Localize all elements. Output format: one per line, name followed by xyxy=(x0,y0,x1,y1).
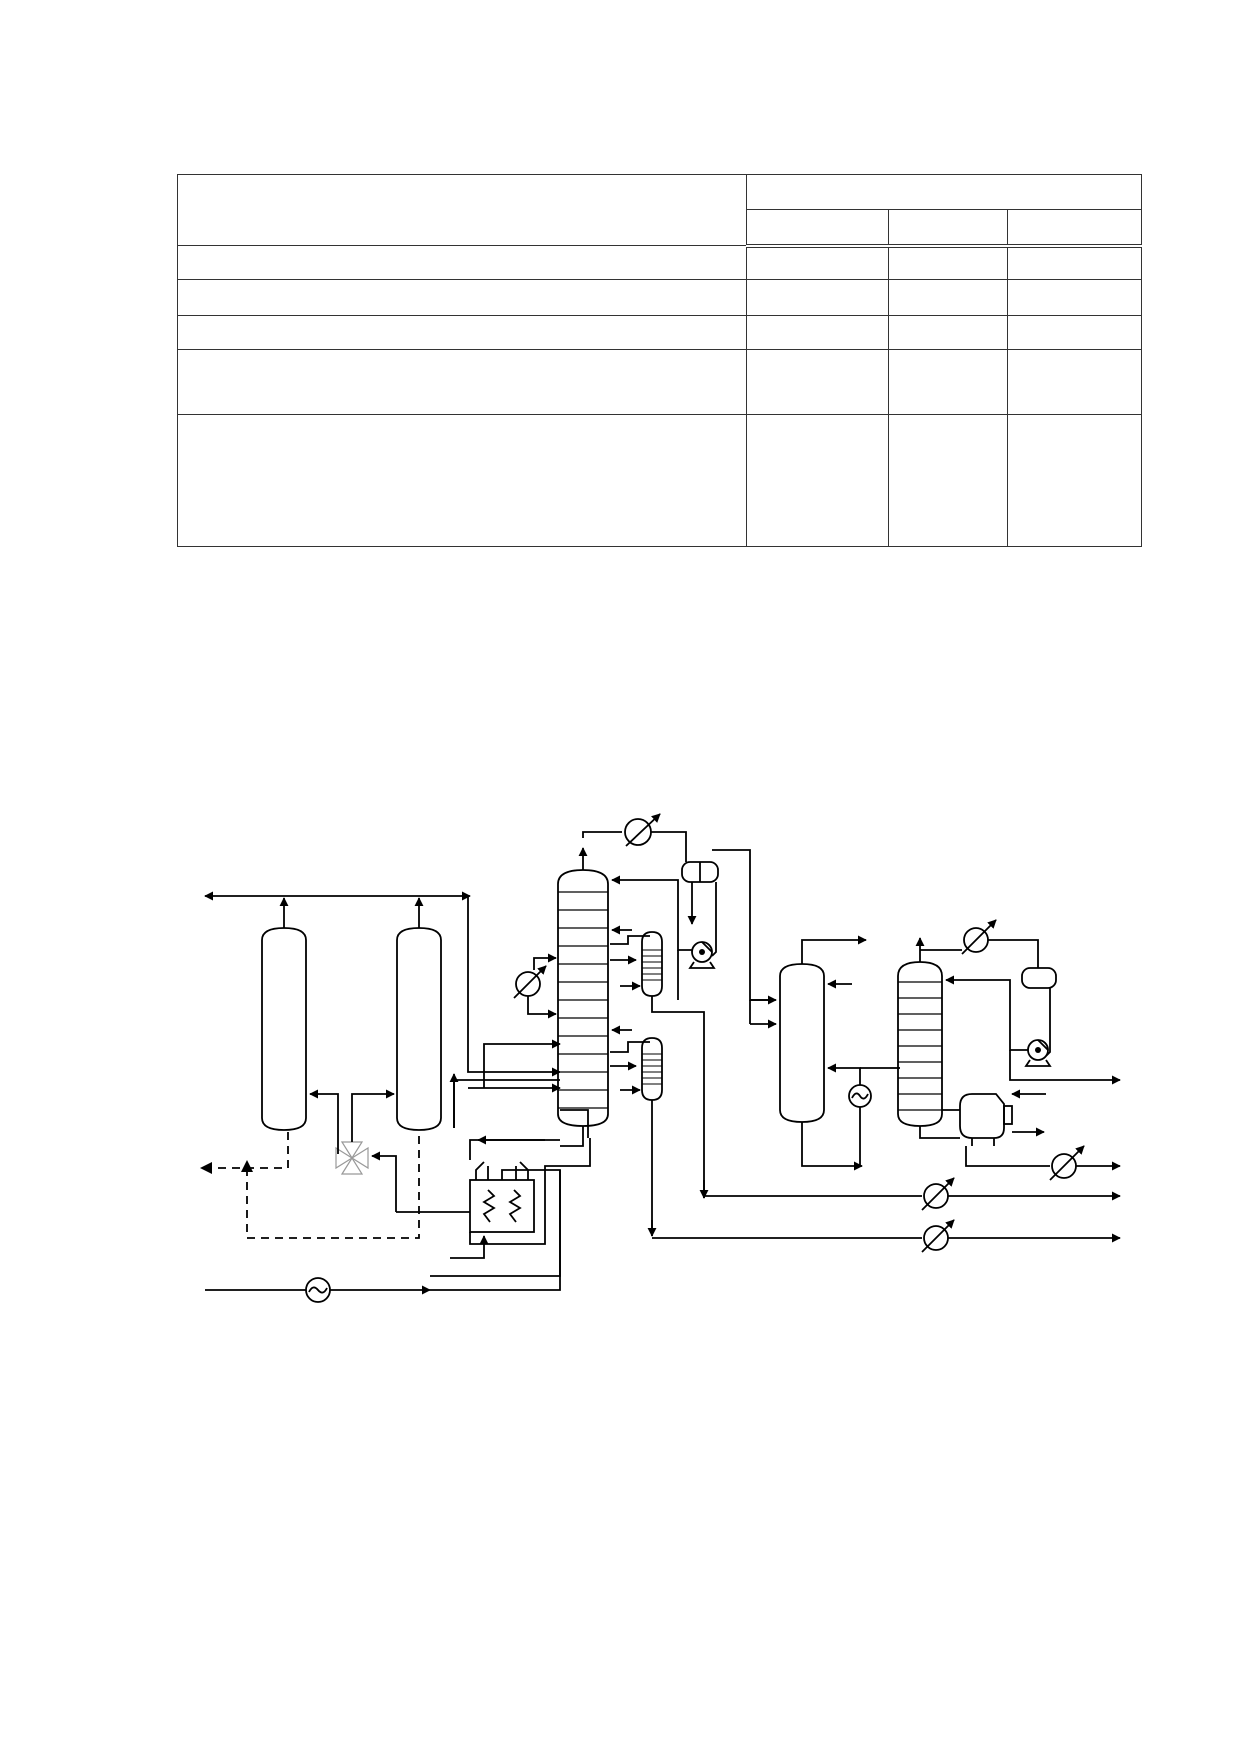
table-cell xyxy=(177,414,747,547)
data-table xyxy=(177,174,1142,547)
heater-coil-icon xyxy=(482,1189,496,1223)
flow-line xyxy=(469,1139,545,1160)
reflux-pump xyxy=(1024,1039,1052,1067)
four-way-valve xyxy=(335,1141,369,1175)
exchanger-icon xyxy=(308,1286,328,1294)
table-cell xyxy=(888,414,1008,547)
flow-line xyxy=(801,935,867,964)
flow-line xyxy=(610,935,650,945)
table-subheader-cell xyxy=(746,209,889,248)
product-line xyxy=(1009,1050,1121,1085)
flow-line xyxy=(560,1126,584,1147)
flow-line xyxy=(483,1039,561,1088)
side-stripper-lower xyxy=(641,1037,663,1101)
flow-line xyxy=(988,939,1039,968)
pumparound-cooler xyxy=(513,965,547,999)
table-cell xyxy=(888,279,1008,316)
flow-line xyxy=(544,1138,591,1178)
flow-line xyxy=(651,996,705,1198)
table-cell xyxy=(888,315,1008,350)
flow-line xyxy=(801,1122,863,1171)
flow-line xyxy=(469,1178,546,1245)
side-stripper-upper xyxy=(641,931,663,997)
flow-line xyxy=(450,1235,489,1259)
flow-line xyxy=(610,1041,650,1053)
flow-line xyxy=(527,996,557,1019)
dashed-purge-line xyxy=(205,1132,420,1239)
table-subheader-cell xyxy=(1007,209,1142,248)
kettle-reboiler xyxy=(959,1093,1013,1146)
table-row xyxy=(177,315,1142,350)
flow-line xyxy=(712,849,770,1001)
exchanger-icon xyxy=(851,1092,869,1100)
table-cell xyxy=(746,349,889,415)
flow-line xyxy=(430,1169,561,1277)
overhead-reflux-drum xyxy=(681,861,719,883)
flash-drum xyxy=(779,963,825,1123)
table-row xyxy=(177,245,1142,280)
adsorber-column-right xyxy=(396,927,442,1131)
product-cooler xyxy=(1049,1145,1085,1181)
pump-icon xyxy=(699,949,705,955)
flow-line xyxy=(611,875,692,951)
heater-coil-icon xyxy=(508,1189,522,1223)
table-subheader-row xyxy=(178,209,1142,248)
flow-line xyxy=(466,895,561,1077)
flow-line xyxy=(919,1126,960,1139)
feed-line xyxy=(430,1170,561,1291)
flow-line xyxy=(351,1089,395,1142)
table-row xyxy=(177,279,1142,316)
product-line xyxy=(965,1146,1050,1167)
feed-preheater xyxy=(305,1277,331,1303)
table-cell xyxy=(177,315,747,350)
stabilizer-reflux-drum xyxy=(1021,967,1057,989)
air-cooler xyxy=(624,813,661,847)
table-header-corner xyxy=(177,174,747,246)
arrow-icon xyxy=(241,1160,253,1172)
table-cell xyxy=(1007,245,1142,280)
table-cell xyxy=(746,245,889,280)
heat-exchanger xyxy=(848,1084,872,1108)
table-cell xyxy=(888,349,1008,415)
arrow-icon xyxy=(200,1162,212,1174)
flow-line xyxy=(371,1151,397,1212)
flow-line xyxy=(711,882,717,957)
product-cooler xyxy=(921,1219,955,1253)
table-cell xyxy=(746,279,889,316)
table-row xyxy=(177,414,1142,547)
product-cooler xyxy=(921,1177,955,1211)
air-cooler xyxy=(961,919,997,955)
stabilizer-column xyxy=(897,961,943,1127)
flow-line xyxy=(848,1067,861,1085)
adsorber-column-left xyxy=(261,927,307,1131)
table-cell xyxy=(1007,279,1142,316)
table-cell xyxy=(177,245,747,280)
flow-line xyxy=(945,975,1028,1051)
main-fractionator xyxy=(557,869,609,1127)
flow-line xyxy=(533,953,557,970)
reflux-pump xyxy=(688,941,716,969)
flow-line xyxy=(560,1109,589,1138)
pump-icon xyxy=(1035,1047,1041,1053)
table-cell xyxy=(746,414,889,547)
flow-line xyxy=(582,831,622,838)
flow-line xyxy=(309,1089,339,1154)
table-cell xyxy=(1007,414,1142,547)
flow-line xyxy=(651,831,687,862)
